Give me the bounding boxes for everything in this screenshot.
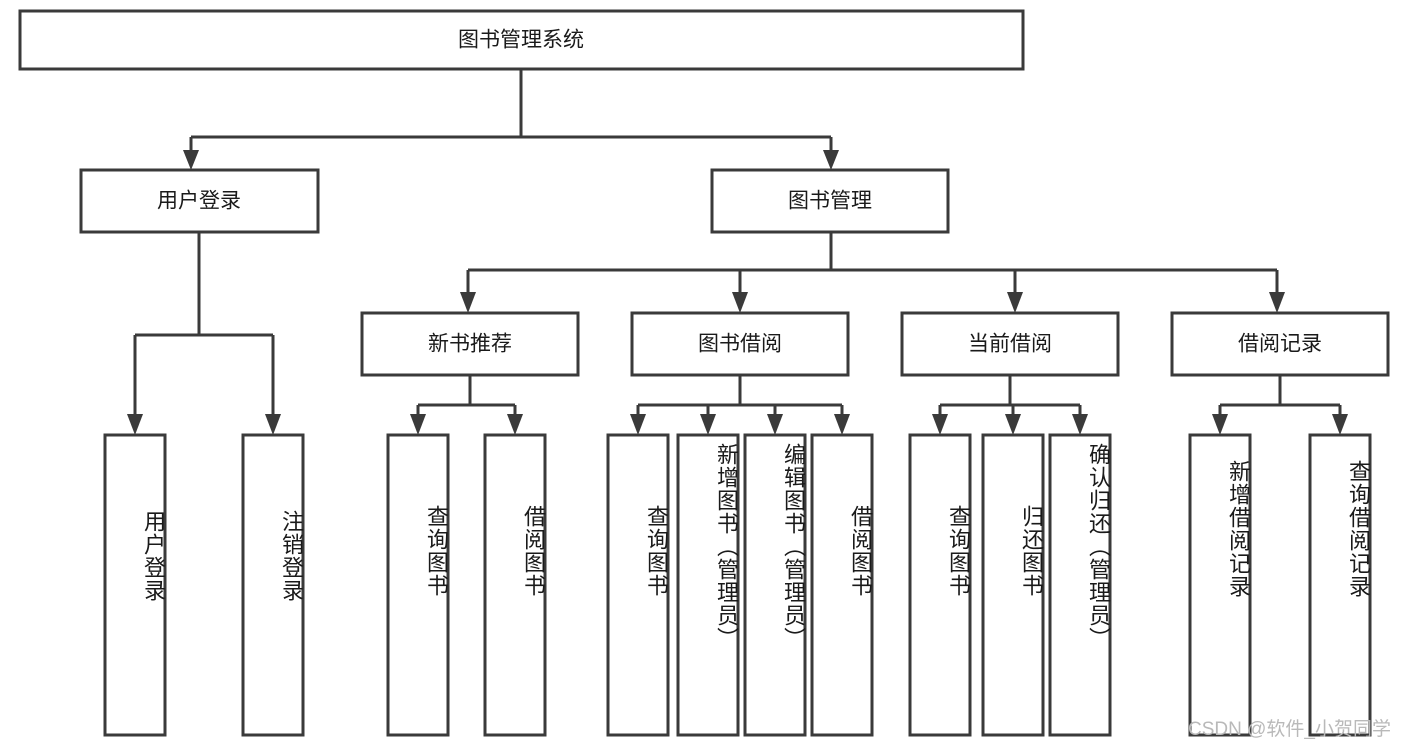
connector-root-to-level2 <box>183 69 839 170</box>
connector-userlogin-to-leaves <box>127 232 281 435</box>
leaf-box-user-logout[interactable] <box>241 433 305 737</box>
node-book-borrow-label: 图书借阅 <box>698 333 782 356</box>
leaf-box-query-book-cur[interactable] <box>908 433 972 737</box>
leaf-box-borrow-book[interactable] <box>810 433 874 737</box>
node-current-borrow[interactable]: 当前借阅 <box>900 311 1120 377</box>
leaf-box-confirm-return[interactable] <box>1048 433 1112 737</box>
node-root[interactable]: 图书管理系统 <box>18 9 1025 71</box>
connector-newbook-to-leaves <box>410 375 523 435</box>
connector-borrowrecord-to-leaves <box>1212 375 1348 435</box>
leaf-box-add-book[interactable] <box>676 433 740 737</box>
csdn-watermark: CSDN @软件_小贺同学 <box>1188 719 1391 740</box>
node-borrow-record[interactable]: 借阅记录 <box>1170 311 1390 377</box>
node-current-borrow-label: 当前借阅 <box>968 333 1052 356</box>
node-new-book-rec-label: 新书推荐 <box>428 333 512 356</box>
node-book-borrow[interactable]: 图书借阅 <box>630 311 850 377</box>
node-new-book-rec[interactable]: 新书推荐 <box>360 311 580 377</box>
leaf-box-borrow-book-rec[interactable] <box>483 433 547 737</box>
connector-bookborrow-to-leaves <box>630 375 850 435</box>
node-user-login[interactable]: 用户登录 <box>79 168 320 234</box>
leaf-box-query-record[interactable] <box>1308 433 1372 737</box>
node-book-manage[interactable]: 图书管理 <box>710 168 950 234</box>
connector-bookmanage-to-level3 <box>460 232 1285 313</box>
leaf-box-query-book-borrow[interactable] <box>606 433 670 737</box>
leaf-box-query-book-rec[interactable] <box>386 433 450 737</box>
leaf-box-return-book[interactable] <box>981 433 1045 737</box>
node-book-manage-label: 图书管理 <box>788 190 872 213</box>
node-root-label: 图书管理系统 <box>458 29 584 52</box>
leaf-box-add-record[interactable] <box>1188 433 1252 737</box>
leaf-boxes <box>103 433 1372 737</box>
leaf-box-edit-book[interactable] <box>743 433 807 737</box>
node-borrow-record-label: 借阅记录 <box>1238 333 1322 356</box>
leaf-box-user-login[interactable] <box>103 433 167 737</box>
node-user-login-label: 用户登录 <box>157 190 241 213</box>
connector-currentborrow-to-leaves <box>932 375 1088 435</box>
